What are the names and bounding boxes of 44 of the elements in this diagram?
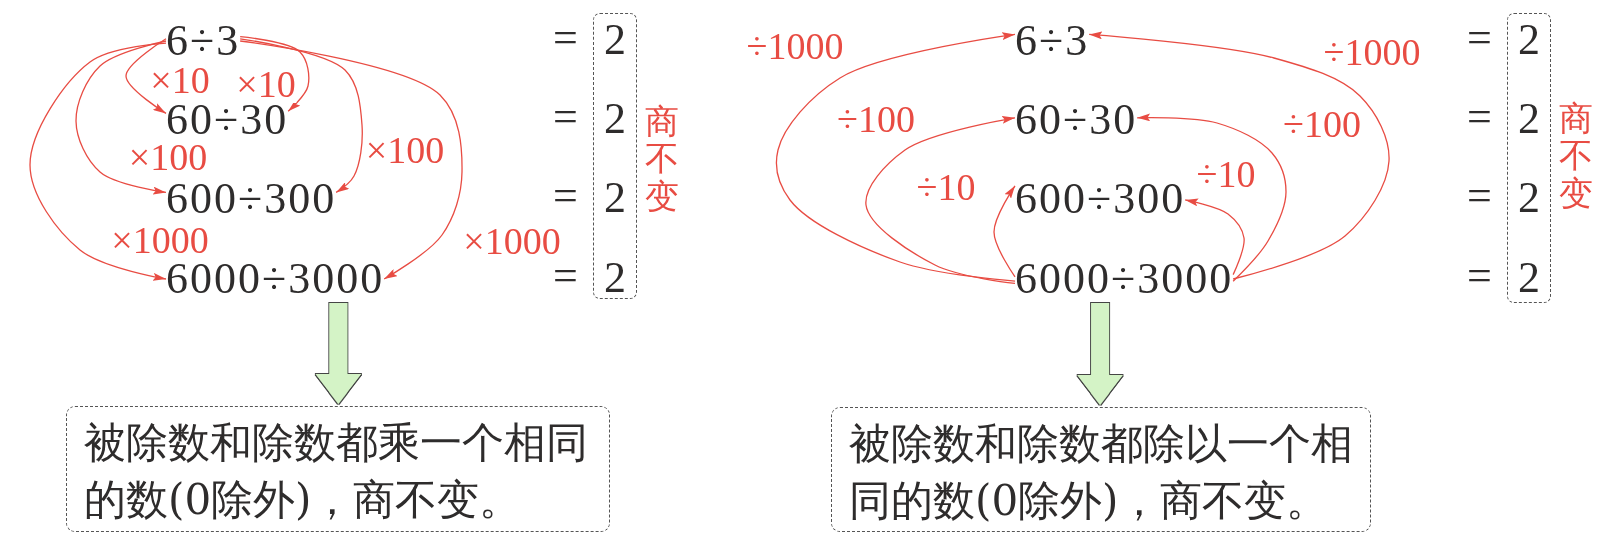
quotient-frame [593,13,637,299]
quotient-digit: 2 [604,256,626,301]
equals-sign: = [1467,95,1492,139]
curved-arrow [1184,198,1245,276]
curved-arrow [239,40,463,280]
equals-sign: = [553,95,578,139]
division-expression: 600÷300 [166,177,337,221]
quotient-digit: 2 [604,176,626,221]
conclusion-box [66,406,610,532]
block-arrow [1077,303,1124,405]
division-expression: 6000÷3000 [1015,257,1234,301]
division-expression: 60÷30 [1015,98,1138,142]
quotient-digit: 2 [1518,18,1540,63]
curved-arrow [1136,113,1287,282]
curved-arrow [29,42,167,281]
curved-arrow [1088,31,1390,280]
equals-sign: = [1467,16,1492,60]
division-expression: 6000÷3000 [166,257,385,301]
equals-sign: = [553,174,578,218]
conclusion-text: 被除数和除数都乘一个相同的数(0除外)，商不变。 [84,417,589,526]
curved-arrow [75,40,167,195]
side-note: 商不变 [645,103,679,216]
conclusion-box [831,407,1371,532]
side-note: 商不变 [1559,100,1593,213]
equals-sign: = [553,16,578,60]
quotient-digit: 2 [604,18,626,63]
quotient-frame [1507,13,1551,303]
division-expression: 600÷300 [1015,177,1186,221]
division-expression: 6÷3 [1015,19,1090,63]
curved-arrow [239,35,310,112]
curved-arrow [865,116,1016,285]
quotient-digit: 2 [1518,97,1540,142]
quotient-digit: 2 [1518,176,1540,221]
quotient-digit: 2 [604,97,626,142]
block-arrow [315,303,362,404]
equals-sign: = [1467,254,1492,298]
curved-arrow [125,38,167,115]
curved-arrow [993,185,1016,278]
curved-arrow [239,38,363,194]
quotient-digit: 2 [1518,256,1540,301]
conclusion-text: 被除数和除数都除以一个相同的数(0除外)，商不变。 [849,418,1354,527]
curved-arrow [775,32,1016,282]
division-expression: 6÷3 [166,19,241,63]
equals-sign: = [1467,174,1492,218]
